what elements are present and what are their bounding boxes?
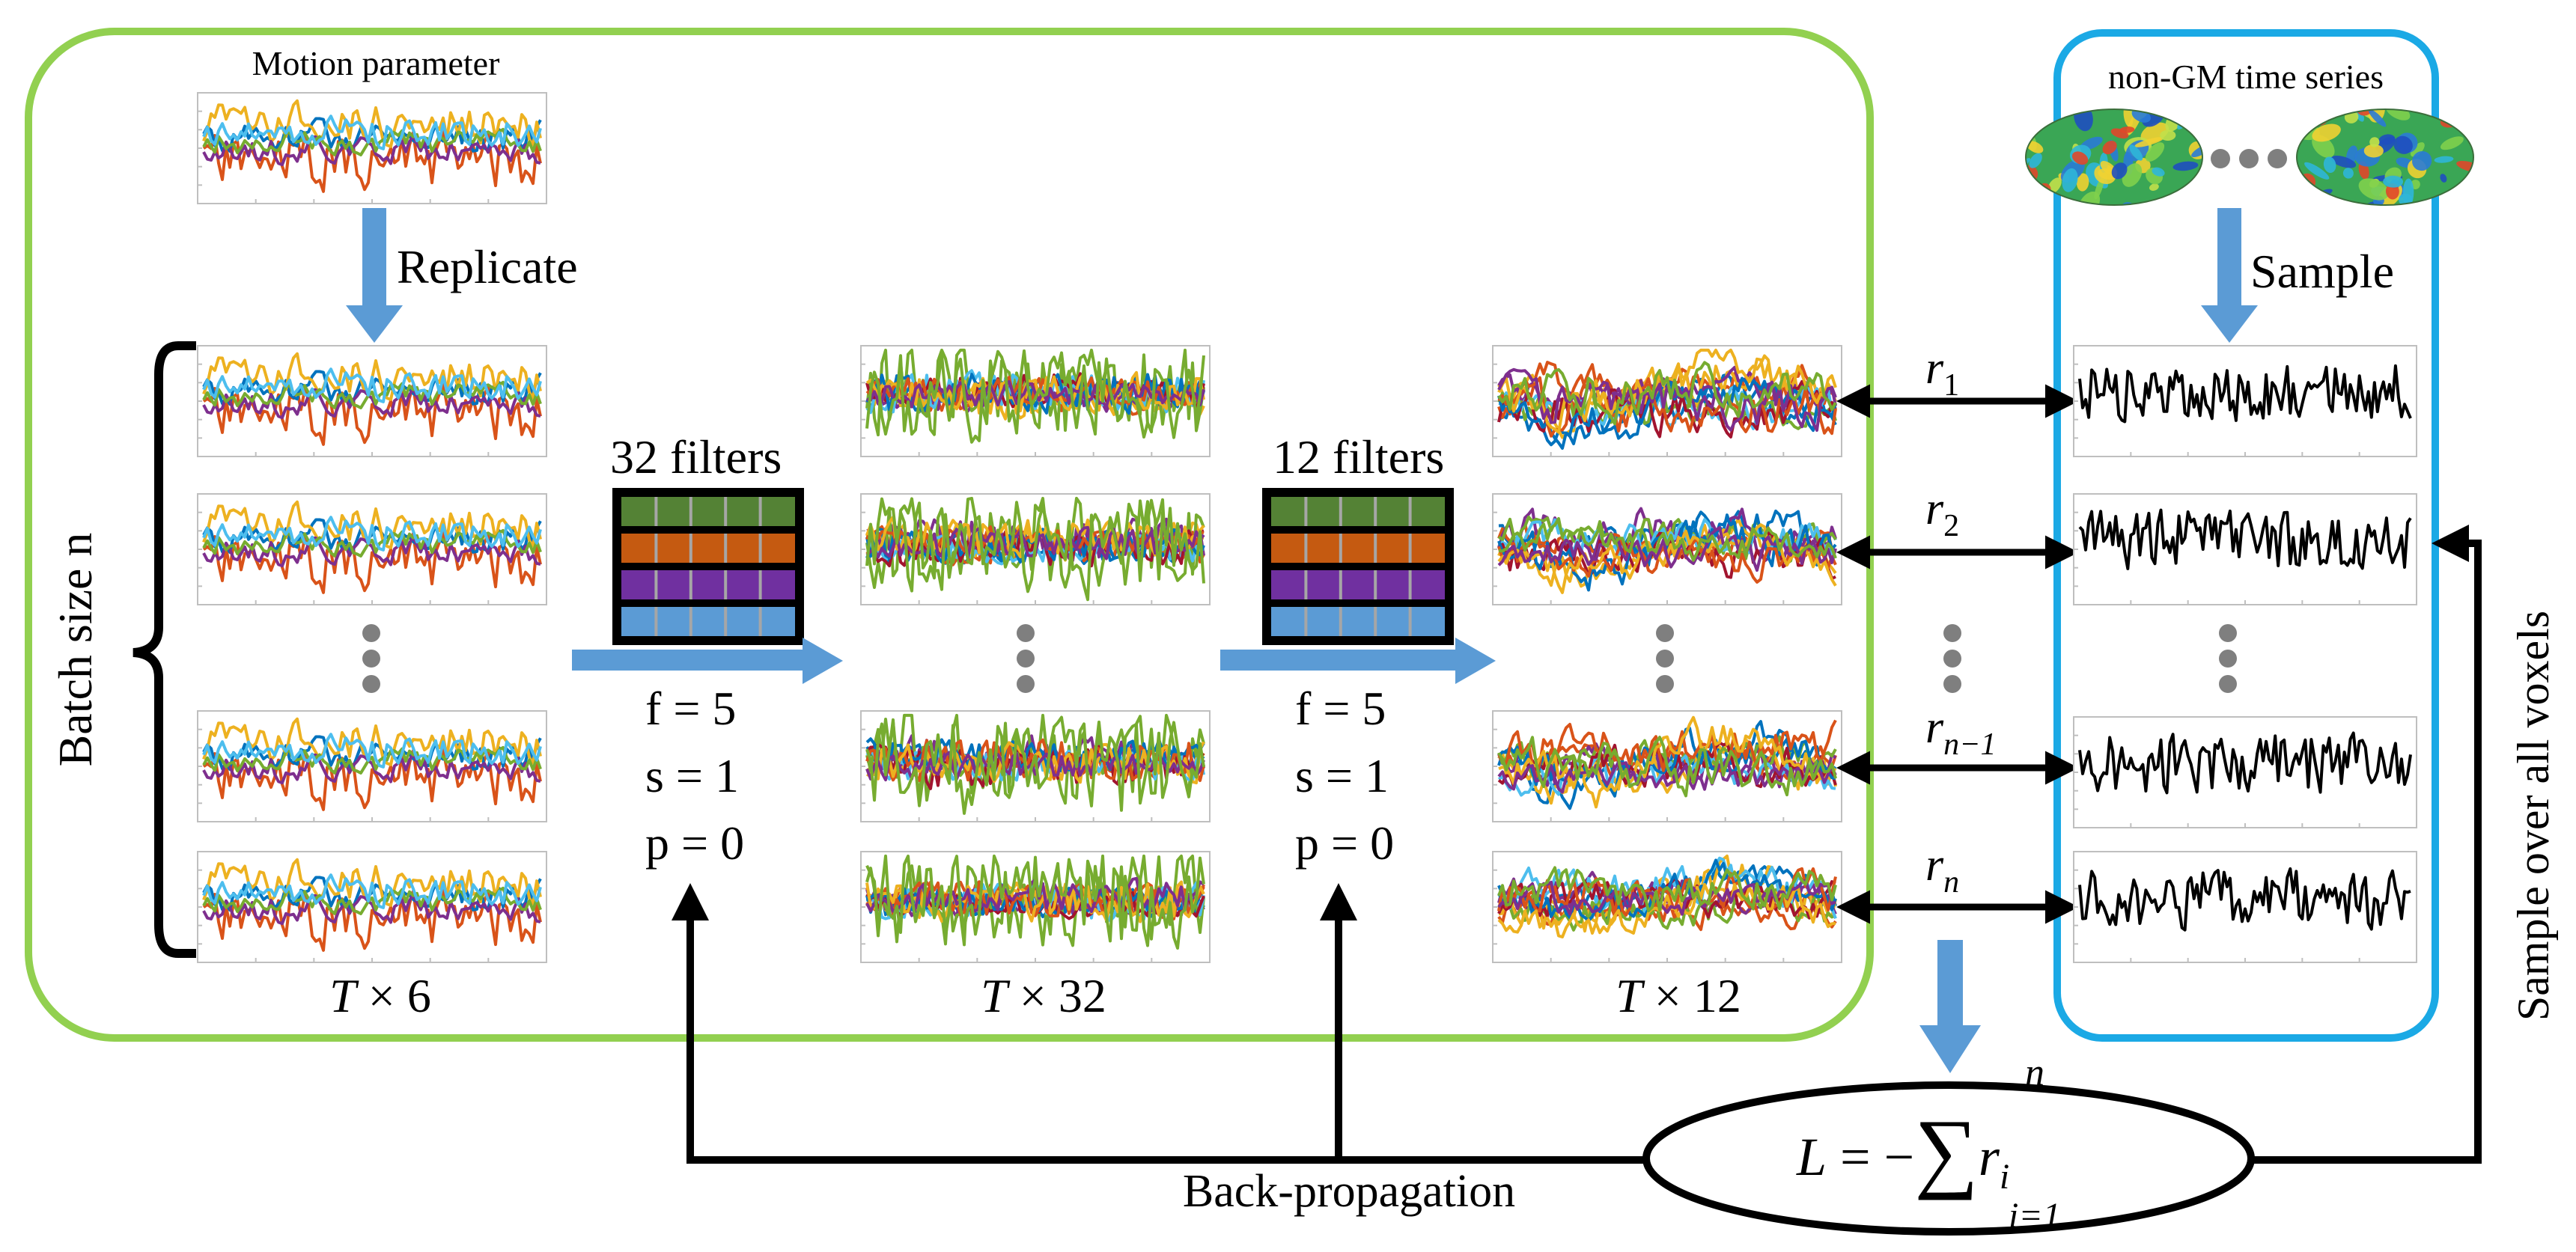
filters-label-2: 12 filters — [1273, 430, 1444, 483]
correlation-label-rn-1: rn−1 — [1925, 702, 1996, 762]
loss-function: L = −∑ri — [1796, 1101, 2009, 1200]
ellipsis-dots — [362, 624, 380, 693]
filter-bank-2 — [1262, 488, 1454, 645]
ellipsis-dots — [1943, 624, 1961, 693]
filter-size-label-1: f = 5 — [645, 682, 736, 735]
loss-sum-upper: n — [2025, 1051, 2044, 1094]
replicate-arrow — [346, 208, 403, 343]
filter-size-label-2: f = 5 — [1295, 682, 1386, 735]
feature-plot-32 — [860, 851, 1211, 963]
replicated-plot — [197, 345, 547, 457]
stride-label-2: s = 1 — [1295, 749, 1389, 802]
loss-arrow — [1919, 940, 1981, 1073]
non-gm-title: non-GM time series — [2108, 58, 2384, 96]
batch-brace — [133, 341, 196, 958]
loss-sum-lower: i=1 — [2009, 1196, 2061, 1236]
replicated-plot — [197, 710, 547, 822]
feature-plot-32 — [860, 710, 1211, 822]
motion-parameter-plot — [197, 92, 547, 204]
correlation-label-r2: r2 — [1925, 483, 1959, 543]
motion-parameter-label: Motion parameter — [252, 44, 500, 82]
back-propagation-label: Back-propagation — [1183, 1166, 1515, 1217]
dimension-label-1: T × 6 — [329, 969, 431, 1022]
padding-label-2: p = 0 — [1295, 816, 1394, 870]
filters-label-1: 32 filters — [610, 430, 782, 483]
output-plot-12 — [1492, 493, 1842, 605]
dimension-label-3: T × 12 — [1616, 969, 1741, 1022]
correlation-label-rn: rn — [1925, 840, 1959, 900]
sample-feedback-line — [2251, 525, 2482, 1164]
sample-label: Sample — [2250, 245, 2394, 298]
back-propagation-lines — [672, 883, 1646, 1164]
ellipsis-dots — [1656, 624, 1674, 693]
replicate-label: Replicate — [397, 240, 578, 293]
voxel-plot — [2073, 851, 2417, 963]
feature-plot-32 — [860, 493, 1211, 605]
output-plot-12 — [1492, 710, 1842, 822]
batch-size-label: Batch size n — [49, 533, 102, 767]
ellipsis-dots — [2211, 149, 2287, 168]
conv-arrow-2 — [1220, 638, 1496, 684]
voxel-plot — [2073, 493, 2417, 605]
correlation-label-r1: r1 — [1925, 343, 1959, 403]
sample-arrow — [2201, 208, 2258, 343]
output-plot-12 — [1492, 851, 1842, 963]
replicated-plot — [197, 851, 547, 963]
correlation-arrows — [1836, 384, 2079, 924]
voxel-plot — [2073, 716, 2417, 828]
stride-label-1: s = 1 — [645, 749, 739, 802]
replicated-plot — [197, 493, 547, 605]
ellipsis-dots — [1017, 624, 1035, 693]
padding-label-1: p = 0 — [645, 816, 744, 870]
dimension-label-2: T × 32 — [981, 969, 1106, 1022]
sample-over-all-voxels-label: Sample over all voxels — [2509, 611, 2558, 1021]
conv-arrow-1 — [572, 638, 843, 684]
cnn-frame — [25, 28, 1874, 1042]
filter-bank-1 — [612, 488, 804, 645]
voxel-plot — [2073, 345, 2417, 457]
feature-plot-32 — [860, 345, 1211, 457]
ellipsis-dots — [2219, 624, 2237, 693]
output-plot-12 — [1492, 345, 1842, 457]
